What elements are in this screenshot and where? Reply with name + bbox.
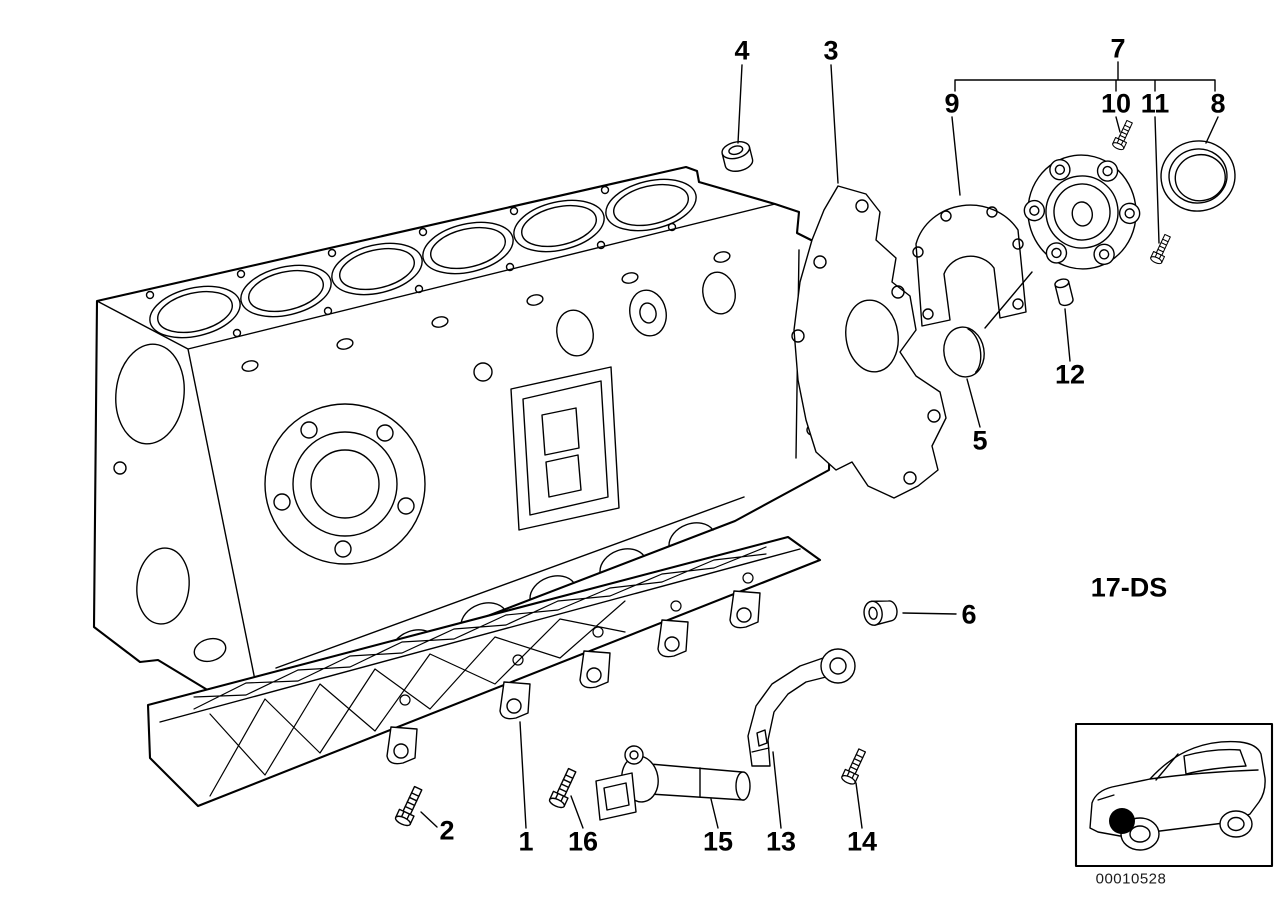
bolt-11-drawing xyxy=(1149,232,1174,266)
callout-6[interactable]: 6 xyxy=(961,599,977,630)
head-bolt-bosses xyxy=(241,251,731,382)
section-code-label: 17-DS xyxy=(1090,572,1168,603)
bolt-14-drawing xyxy=(839,746,870,787)
seal-flange-7-drawing xyxy=(1023,154,1141,270)
section-highlight-dot xyxy=(1109,808,1135,834)
callout-9[interactable]: 9 xyxy=(944,88,960,119)
bolt-16-drawing xyxy=(547,766,581,811)
bolt-2-drawing xyxy=(393,784,427,829)
dowel-12-drawing xyxy=(1054,278,1074,307)
callout-14[interactable]: 14 xyxy=(846,826,878,857)
callout-12[interactable]: 12 xyxy=(1054,359,1086,390)
deck-bolt-holes xyxy=(145,185,677,338)
callout-1[interactable]: 1 xyxy=(518,826,534,857)
engine-block-drawing xyxy=(92,165,835,702)
callout-2[interactable]: 2 xyxy=(439,815,455,846)
callout-8[interactable]: 8 xyxy=(1210,88,1226,119)
bracket-13-drawing xyxy=(747,648,856,767)
callout-11[interactable]: 11 xyxy=(1140,88,1170,119)
callout-10[interactable]: 10 xyxy=(1100,88,1132,119)
callout-16[interactable]: 16 xyxy=(567,826,599,857)
cylinder-bores xyxy=(149,178,697,339)
plug-5-drawing xyxy=(943,326,985,378)
callout-15[interactable]: 15 xyxy=(702,826,734,857)
callout-3[interactable]: 3 xyxy=(823,35,839,66)
image-number: 00010528 xyxy=(1095,870,1167,888)
end-plate-drawing xyxy=(791,185,947,499)
oil-baffle-drawing xyxy=(146,535,822,808)
callout-4[interactable]: 4 xyxy=(734,35,750,66)
car-thumbnail xyxy=(1074,722,1274,868)
callout-5[interactable]: 5 xyxy=(972,425,988,456)
leader-lines xyxy=(420,64,1219,829)
sensor-15-drawing xyxy=(595,745,751,821)
bolt-10-drawing xyxy=(1111,118,1136,152)
callout-group-bracket-7 xyxy=(954,61,1216,92)
callout-13[interactable]: 13 xyxy=(765,826,797,857)
gasket-9-drawing xyxy=(912,204,1027,327)
seal-ring-8-drawing xyxy=(1160,140,1236,212)
crankshaft-bearing-bore xyxy=(264,403,426,565)
block-window xyxy=(510,366,620,531)
car-icon xyxy=(1089,740,1266,851)
callout-7[interactable]: 7 xyxy=(1110,33,1126,64)
bushing-4-drawing xyxy=(721,140,754,172)
plug-6-drawing xyxy=(863,600,898,626)
